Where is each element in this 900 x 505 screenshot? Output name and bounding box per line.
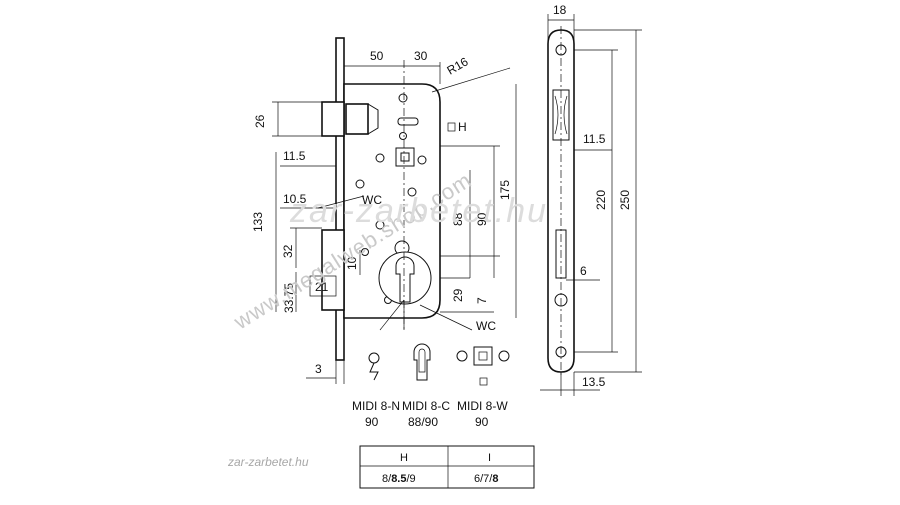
variant-n-value: 90 [365,415,379,429]
dim-21: 21 [315,280,329,294]
dim-7: 7 [475,297,489,304]
spindle-square [395,147,415,167]
dim-11-5-right: 11.5 [583,132,606,146]
dim-r16: R16 [445,54,471,77]
screw-hole [407,187,417,197]
dim-250: 250 [618,190,632,210]
dim-133: 133 [251,212,265,232]
dim-88: 88 [451,212,465,226]
table-cell-i: 6/7/8 [474,473,498,485]
latch-shape [554,95,568,135]
label-h: H [458,120,467,134]
horizontal-watermark: zar-zarbetet.hu [289,192,548,230]
spindle-inner [400,152,410,162]
wc-leader [317,195,365,209]
dim-33-75: 33.75 [282,283,296,313]
spec-table: H I 8/8.5/9 6/7/8 [359,445,535,489]
table-header-h: H [400,452,408,464]
dim-box-21 [309,275,337,297]
screw-hole [417,155,427,165]
wc-leader-bottom [419,304,473,331]
dim-50: 50 [370,49,384,63]
label-wc-bottom: WC [476,319,496,333]
variant-c-name: MIDI 8-C [402,399,450,413]
table-cell-h: 8/8.5/9 [382,473,416,485]
dim-175: 175 [498,180,512,200]
screw-hole [355,179,365,189]
dim-30: 30 [414,49,428,63]
variant-w-symbol [456,346,510,386]
screw-hole [375,220,385,230]
site-watermark: zar-zarbetet.hu [227,455,309,469]
dim-32: 32 [281,244,295,258]
dim-10: 10 [345,256,359,270]
latch-bevel [367,103,379,135]
slot [397,117,419,126]
dim-13-5: 13.5 [582,375,606,389]
variant-n-name: MIDI 8-N [352,399,400,413]
screw-hole [375,153,385,163]
r16-leader [431,67,511,93]
variant-n-symbol [368,352,380,381]
latch-bolt [321,101,345,137]
dim-6: 6 [580,264,587,278]
screw-hole [399,132,407,140]
variant-c-symbol [413,343,431,381]
n-leader [379,299,405,331]
dim-10-5: 10.5 [283,192,307,206]
dim-29: 29 [451,288,465,302]
dim-3: 3 [315,362,322,376]
dim-11-5-left: 11.5 [283,149,306,163]
variant-c-value: 88/90 [408,415,438,429]
label-wc-top: WC [362,193,382,207]
cylinder-ring [378,251,432,305]
table-header-i: I [488,452,491,464]
variant-w-value: 90 [475,415,489,429]
latch-tongue [345,103,369,135]
cylinder-profile [395,256,415,303]
dim-26: 26 [253,114,267,128]
h-marker [447,122,456,132]
variant-w-name: MIDI 8-W [457,399,508,413]
dim-220: 220 [594,190,608,210]
screw-hole [361,248,369,256]
dead-bolt [321,229,345,311]
dim-90: 90 [475,212,489,226]
screw-hole [398,93,408,103]
dim-18: 18 [553,3,567,17]
